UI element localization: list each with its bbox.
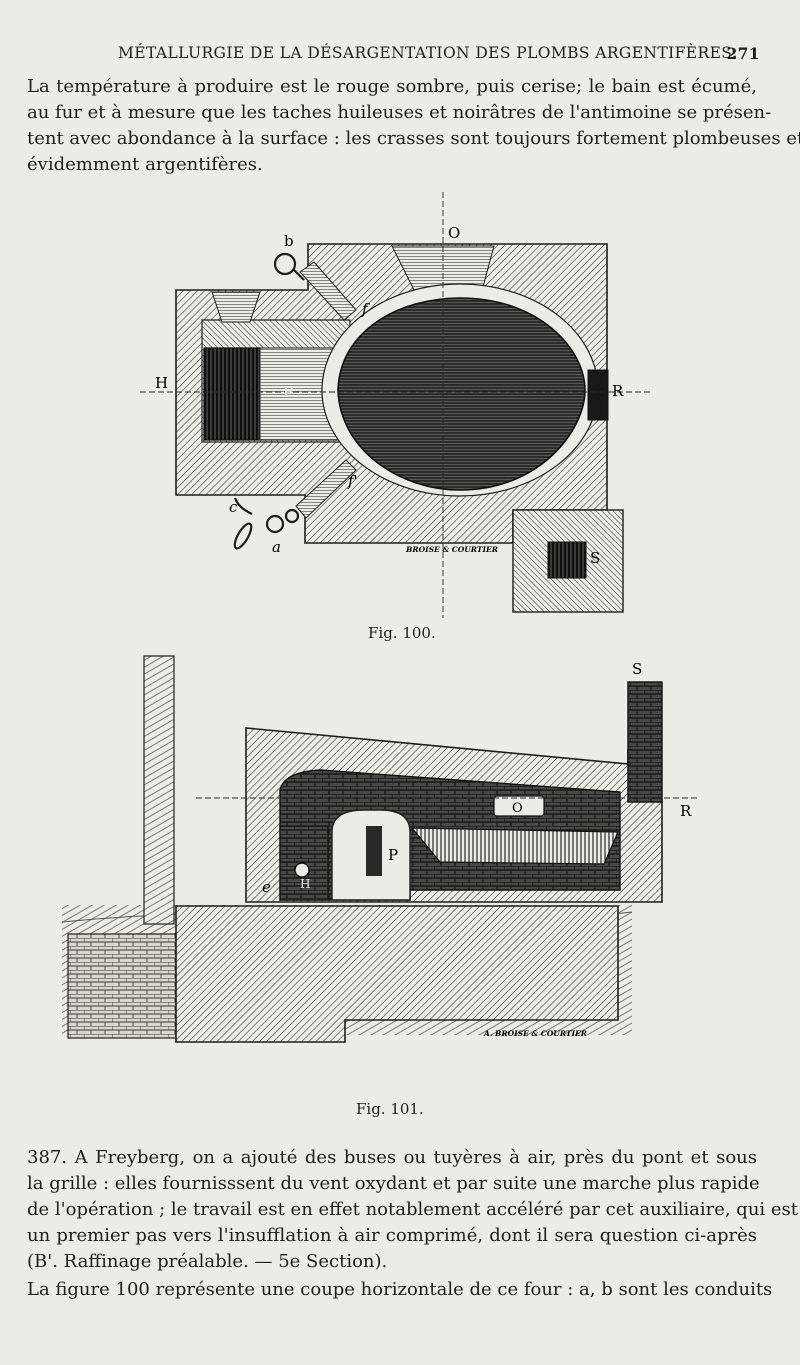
label-O: O: [448, 224, 460, 242]
fig100-labels: O b f H P R f' c a S: [155, 224, 624, 567]
fig101-left-wall: [143, 655, 175, 925]
label-S: S: [590, 549, 600, 567]
figure-100-plan: O b f H P R f' c a S BROISE & COURTIER: [140, 192, 650, 618]
label-b: b: [284, 232, 294, 250]
text-line: de l'opération ; le travail est en effet…: [27, 1199, 799, 1220]
label-P: P: [283, 383, 293, 401]
engraver-signature: A. BROISE & COURTIER: [483, 1029, 587, 1038]
label-O: O: [512, 801, 523, 816]
fig101-left-foundation: [67, 933, 177, 1039]
figure-101-caption: Fig. 101.: [356, 1100, 424, 1118]
label-R: R: [612, 382, 624, 400]
text-line: La température à produire est le rouge s…: [27, 76, 757, 97]
fig101-foundation: [175, 905, 619, 1043]
label-H: H: [155, 374, 168, 392]
paragraph-temperature: La température à produire est le rouge s…: [27, 74, 800, 178]
fig101-chimney: [627, 681, 663, 803]
figure-101-section: S O R P e H A. BROISE & COURTIER: [61, 655, 700, 1043]
figure-100-caption: Fig. 100.: [368, 624, 436, 642]
fig101-labels: S O R P e H: [262, 660, 692, 896]
label-f: f: [361, 300, 370, 318]
text-line: évidemment argentifères.: [27, 154, 263, 175]
paragraph-387: 387. A Freyberg, on a ajouté des buses o…: [27, 1145, 799, 1275]
label-a: a: [272, 538, 281, 556]
text-line: la grille : elles fournisssent du vent o…: [27, 1173, 760, 1194]
fig100-axes: [140, 192, 650, 618]
fig100-masonry: [175, 243, 624, 613]
label-R: R: [680, 802, 692, 820]
fig101-tuyere: [294, 862, 310, 878]
label-H: H: [300, 877, 310, 891]
label-P: P: [388, 846, 398, 864]
engraver-signature: BROISE & COURTIER: [405, 545, 498, 554]
text-line: 387. A Freyberg, on a ajouté des buses o…: [27, 1147, 757, 1168]
text-line: (B'. Raffinage préalable. — 5e Section).: [27, 1251, 388, 1272]
text-line: tent avec abondance à la surface : les c…: [27, 128, 800, 149]
page-number: 271: [726, 44, 760, 63]
running-title: MÉTALLURGIE DE LA DÉSARGENTATION DES PLO…: [118, 44, 738, 62]
label-f-prime: f': [347, 472, 358, 490]
fig101-work-door: [493, 795, 545, 817]
paragraph-figure-description: La figure 100 représente une coupe horiz…: [27, 1277, 773, 1303]
label-c: c: [229, 498, 238, 516]
label-e: e: [262, 878, 271, 896]
text-line: un premier pas vers l'insufflation à air…: [27, 1225, 757, 1246]
label-S: S: [632, 660, 642, 678]
fig101-hearth: [410, 827, 619, 865]
text-line: La figure 100 représente une coupe horiz…: [27, 1279, 773, 1300]
fig100-rings: [233, 252, 305, 550]
text-line: au fur et à mesure que les taches huileu…: [27, 102, 772, 123]
fig101-bridge-channel: [366, 826, 382, 876]
